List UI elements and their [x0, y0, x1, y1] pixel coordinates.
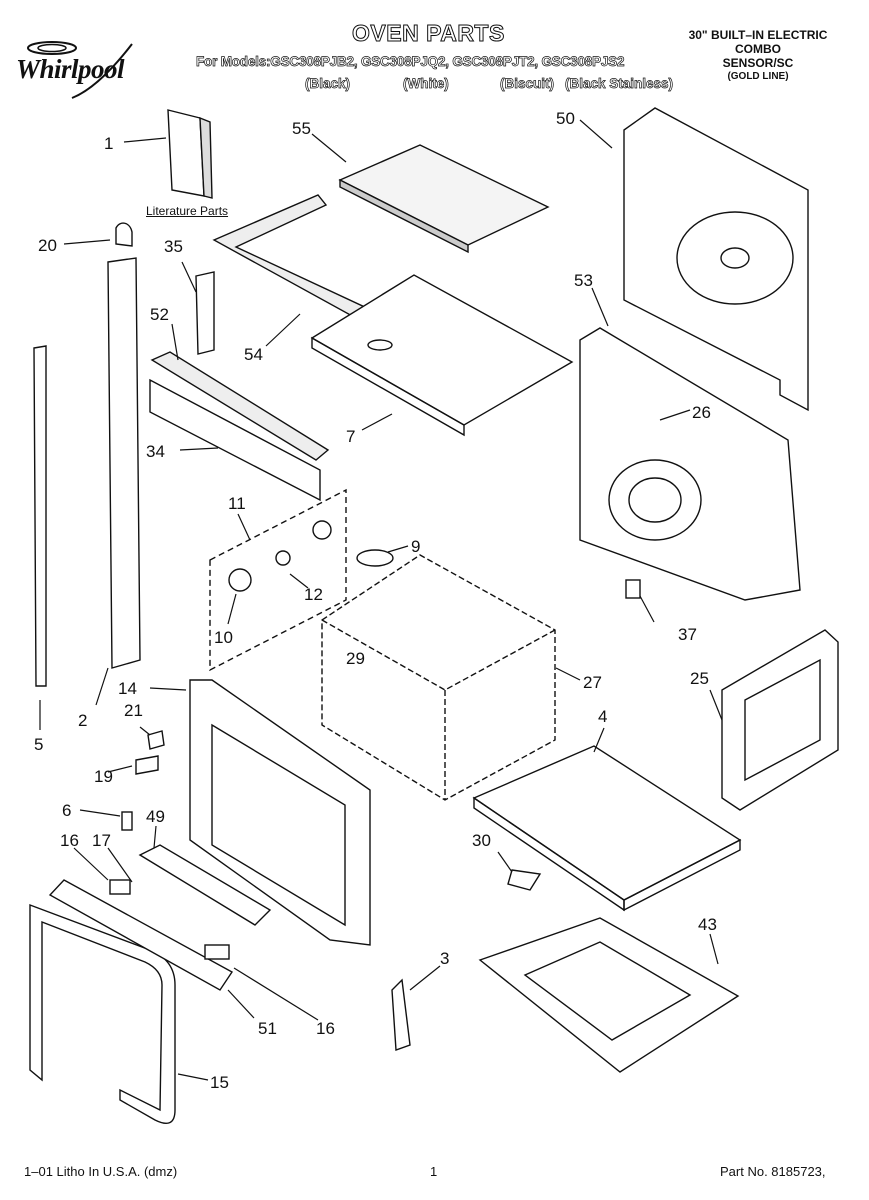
- product-type: 30" BUILT–IN ELECTRIC COMBO SENSOR/SC (G…: [668, 28, 848, 84]
- part-bottom-tray: [478, 917, 740, 1073]
- leader-lines: [39, 119, 723, 1081]
- callout-49: 49: [146, 807, 165, 826]
- part-oven-cavity: [321, 554, 556, 801]
- callout-50: 50: [556, 109, 575, 128]
- product-type-line-4: (GOLD LINE): [727, 71, 789, 82]
- callout-11: 11: [228, 494, 246, 513]
- part-electrical-components: [209, 488, 347, 672]
- callout-25: 25: [690, 669, 709, 688]
- callout-3: 3: [440, 949, 449, 968]
- callout-10: 10: [214, 628, 233, 647]
- variant-biscuit: (Biscuit): [500, 76, 555, 92]
- callout-14: 14: [118, 679, 137, 698]
- logo-swirl-icon: [27, 41, 133, 99]
- callout-53: 53: [574, 271, 593, 290]
- callout-26: 26: [692, 403, 711, 422]
- part-top-panel: [310, 274, 574, 437]
- footer-page-number: 1: [430, 1164, 438, 1179]
- callout-54: 54: [244, 345, 263, 364]
- part-insulation-top: [338, 144, 550, 254]
- callout-37: 37: [678, 625, 697, 644]
- callout-15: 15: [210, 1073, 229, 1092]
- part-side-panel: [721, 629, 839, 811]
- variant-white: (White): [403, 76, 449, 92]
- part-door-gasket: [29, 903, 176, 1124]
- callout-1: 1: [104, 134, 113, 153]
- callout-34: 34: [146, 442, 165, 461]
- callout-30: 30: [472, 831, 491, 850]
- callout-55: 55: [292, 119, 311, 138]
- callout-19: 4: [598, 707, 607, 726]
- part-trim-strips: [33, 222, 141, 687]
- variant-black: (Black): [305, 76, 351, 92]
- callout-16-lower: 16: [316, 1019, 335, 1038]
- callout-6: 6: [62, 801, 71, 820]
- literature-parts-label: Literature Parts: [146, 204, 229, 218]
- part-front-frame: [189, 679, 371, 946]
- product-type-line-2: COMBO: [735, 42, 781, 56]
- brand-name: Whirlpool: [16, 54, 125, 84]
- callout-16: 16: [60, 831, 79, 850]
- part-control-panel: [149, 351, 330, 502]
- part-small-hardware: [121, 730, 542, 1051]
- callout-9: 9: [411, 537, 420, 556]
- callout-12: 12: [304, 585, 323, 604]
- callout-5: 19: [94, 767, 113, 786]
- callout-29: 29: [346, 649, 365, 668]
- product-type-line-1: 30" BUILT–IN ELECTRIC: [688, 28, 828, 42]
- callout-43: 43: [698, 915, 717, 934]
- part-bracket: [195, 271, 215, 355]
- callout-52: 52: [150, 305, 169, 324]
- part-vent-trim: [48, 844, 272, 991]
- part-knobs: [228, 520, 394, 592]
- callout-17: 17: [92, 831, 111, 850]
- part-sensor: [625, 579, 641, 599]
- whirlpool-logo: Whirlpool: [12, 40, 172, 100]
- page-title: OVEN PARTS: [352, 20, 505, 47]
- callout-7: 7: [346, 427, 355, 446]
- footer-litho: 1–01 Litho In U.S.A. (dmz): [24, 1164, 178, 1179]
- part-bottom-panel: [472, 745, 742, 912]
- part-insulation-frame: [212, 194, 386, 329]
- variant-black-stainless: (Black Stainless): [565, 76, 674, 92]
- callout-4: 21: [124, 701, 143, 720]
- footer-part-number: Part No. 8185723,: [720, 1164, 826, 1179]
- part-back-wall: [579, 327, 801, 601]
- product-type-line-3: SENSOR/SC: [722, 56, 794, 70]
- callout-27: 27: [583, 673, 602, 692]
- models-line: For Models:GSC308PJB2, GSC308PJQ2, GSC30…: [196, 54, 625, 70]
- part-literature: [167, 109, 213, 199]
- callout-35: 35: [164, 237, 183, 256]
- callout-21: 2: [78, 711, 87, 730]
- callout-2: 5: [34, 735, 43, 754]
- callout-20: 20: [38, 236, 57, 255]
- callout-labels: 1 55 50 20 35 52 54 53 26 7 34 11 9 12 1…: [34, 109, 717, 1092]
- part-rear-panel: [623, 107, 809, 412]
- callout-51: 51: [258, 1019, 277, 1038]
